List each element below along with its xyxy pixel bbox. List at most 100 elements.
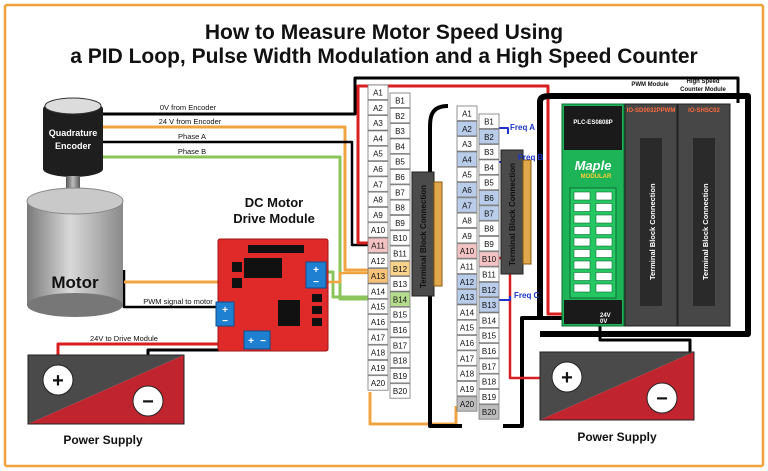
tb2-label-b6: B6 xyxy=(484,194,494,203)
tb1-label-a9: A9 xyxy=(373,211,383,220)
tb2-terminal-a17 xyxy=(456,350,478,366)
tb2-terminal-a10 xyxy=(456,243,478,259)
tb1-label-a15: A15 xyxy=(371,303,386,312)
tb2-terminal-a2 xyxy=(456,120,478,137)
tb2-label-a20: A20 xyxy=(460,400,475,409)
tb2-terminal-a19 xyxy=(456,380,478,397)
encoder-bottom xyxy=(43,161,103,177)
tb1-terminal-a1 xyxy=(367,84,389,100)
motor-label: Motor xyxy=(51,273,99,292)
tb1-terminal-b11 xyxy=(389,245,411,261)
motor-body xyxy=(27,201,123,305)
tb1-terminal-a15 xyxy=(367,298,389,315)
tb1-label-a5: A5 xyxy=(373,150,383,159)
power-supply-right: + − Power Supply xyxy=(539,351,695,444)
tb1-label-a2: A2 xyxy=(373,104,383,113)
plc-screw xyxy=(573,214,591,224)
plc-screw xyxy=(573,237,591,247)
drive-motor-plus: + xyxy=(222,305,228,316)
tb2-label-b19: B19 xyxy=(482,393,497,402)
plc-screw xyxy=(573,272,591,281)
tb1-label-b18: B18 xyxy=(393,357,408,366)
tb2-label-a2: A2 xyxy=(462,125,472,134)
power-supply-left: + − Power Supply xyxy=(27,354,185,447)
tb2-label-a16: A16 xyxy=(460,339,475,348)
tb2-terminal-a13 xyxy=(456,289,478,305)
tb1-terminal-b17 xyxy=(389,337,411,353)
drive-right-plus: + xyxy=(313,265,319,276)
encoder-label-line2: Encoder xyxy=(55,141,92,151)
drive-board xyxy=(217,238,329,352)
tb2-terminal-a3 xyxy=(456,136,478,152)
tb1-terminal-a16 xyxy=(367,314,389,330)
tb1-terminal-a12 xyxy=(367,252,389,269)
tb1-label-a17: A17 xyxy=(371,333,386,342)
plc-screw xyxy=(595,214,613,224)
drive-terminal-power xyxy=(243,330,271,350)
tb1-label-b3: B3 xyxy=(395,127,405,136)
tb2-terminal-b7 xyxy=(478,205,500,221)
wire-phase-a xyxy=(100,140,368,247)
tb1-terminal-b3 xyxy=(389,123,411,139)
tb2-label-a7: A7 xyxy=(462,201,472,210)
plc-screw xyxy=(595,260,613,270)
tb2-terminal-b2 xyxy=(478,128,500,145)
label-phase-b: Phase B xyxy=(178,147,206,156)
pwm-terminal-label: Terminal Block Connection xyxy=(648,183,657,280)
tb2-terminal-a12 xyxy=(456,273,478,290)
drive-power-plus: + xyxy=(248,336,254,347)
tb2-label-a15: A15 xyxy=(460,324,475,333)
motor: Motor xyxy=(26,187,124,317)
label-freq-a: Freq A xyxy=(510,123,535,132)
tb2-label-b15: B15 xyxy=(482,332,497,341)
drive-motor-minus: − xyxy=(222,316,228,327)
tb2-terminal-b16 xyxy=(478,343,500,359)
tb2-label-b7: B7 xyxy=(484,209,494,218)
tb2-terminal-b20 xyxy=(478,404,500,420)
diagram-border xyxy=(3,3,765,468)
tb1-terminal-b12 xyxy=(389,260,411,277)
tb2-terminal-a11 xyxy=(456,258,478,274)
tb1-label-b16: B16 xyxy=(393,326,408,335)
tb1-connector-label: Terminal Block Connection xyxy=(419,185,428,288)
tb2-label-a11: A11 xyxy=(460,263,474,272)
tb2-label-a10: A10 xyxy=(460,247,475,256)
label-phase-a: Phase A xyxy=(178,132,206,141)
tb1-label-b14: B14 xyxy=(393,295,408,304)
tb1-label-b8: B8 xyxy=(395,204,405,213)
drive-cap4 xyxy=(312,306,322,314)
tb1-label-b1: B1 xyxy=(395,97,405,106)
label-freq-c: Freq C xyxy=(514,291,540,300)
tb1-label-b15: B15 xyxy=(393,311,408,320)
drive-heatsink xyxy=(278,300,300,326)
tb1-terminal-b6 xyxy=(389,169,411,185)
tb2-label-b18: B18 xyxy=(482,378,497,387)
supply-left-plus: + xyxy=(52,370,64,392)
tb1-label-a12: A12 xyxy=(371,257,386,266)
plc-top-dark xyxy=(564,106,622,150)
tb2-terminal-b11 xyxy=(478,266,500,282)
tb1-terminal-b8 xyxy=(389,199,411,216)
tb1-terminal-b10 xyxy=(389,230,411,246)
tb1-label-a3: A3 xyxy=(373,119,383,128)
supply-right-minus: − xyxy=(656,388,668,410)
tb1-label-b17: B17 xyxy=(393,341,408,350)
tb1-terminal-b4 xyxy=(389,138,411,154)
tb1-ribbon xyxy=(433,181,443,287)
tb1-label-a20: A20 xyxy=(371,379,386,388)
tb2-label-b4: B4 xyxy=(484,163,494,172)
plc-screw xyxy=(573,283,591,293)
drive-module: DC Motor Drive Module + − + − + − xyxy=(215,195,329,352)
tb2-ribbon xyxy=(522,159,532,265)
tb1-terminal-b2 xyxy=(389,107,411,124)
plc-rack: PLC-ES0808P Maple MODULAR 24V 0V PWM Mod… xyxy=(561,79,731,327)
supply-right-plus-terminal xyxy=(551,361,583,393)
tb1-terminal-b20 xyxy=(389,383,411,399)
tb1-label-b6: B6 xyxy=(395,173,405,182)
label-24v-drive: 24V to Drive Module xyxy=(90,334,158,343)
tb1-label-b9: B9 xyxy=(395,219,405,228)
tb1-terminal-b13 xyxy=(389,276,411,292)
tb2-label-a4: A4 xyxy=(462,155,472,164)
tb1-terminal-b14 xyxy=(389,291,411,307)
